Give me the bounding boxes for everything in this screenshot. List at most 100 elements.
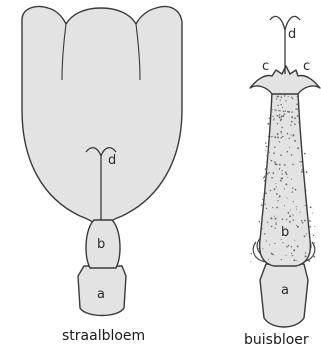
stipple-dot xyxy=(277,96,279,98)
stipple-dot xyxy=(279,195,281,197)
stipple-dot xyxy=(282,107,283,108)
stipple-dot xyxy=(306,190,307,191)
stipple-dot xyxy=(298,122,300,124)
stipple-dot xyxy=(276,98,277,99)
stipple-dot xyxy=(268,172,269,173)
stipple-dot xyxy=(265,142,266,143)
stipple-dot xyxy=(281,137,283,139)
stipple-dot xyxy=(293,259,295,261)
stipple-dot xyxy=(278,110,279,111)
stipple-dot xyxy=(276,207,278,209)
stipple-dot xyxy=(304,153,306,155)
disc-label-c-right: c xyxy=(303,59,310,74)
stipple-dot xyxy=(261,216,262,217)
stipple-dot xyxy=(291,253,292,254)
stipple-dot xyxy=(304,235,306,237)
stipple-dot xyxy=(308,220,310,222)
stipple-dot xyxy=(310,206,312,208)
disc-label-d: d xyxy=(288,27,296,42)
stipple-dot xyxy=(306,233,307,234)
stipple-dot xyxy=(293,219,295,221)
stipple-dot xyxy=(275,222,276,223)
stipple-dot xyxy=(282,242,283,243)
stipple-dot xyxy=(287,133,289,135)
stipple-dot xyxy=(292,98,293,99)
stipple-dot xyxy=(271,177,273,179)
stipple-dot xyxy=(278,197,279,198)
stipple-dot xyxy=(270,190,272,192)
stipple-dot xyxy=(262,199,263,200)
stipple-dot xyxy=(290,124,291,125)
stipple-dot xyxy=(255,256,257,258)
ray-floret xyxy=(22,7,182,316)
stipple-dot xyxy=(269,244,270,245)
stipple-dot xyxy=(280,178,281,179)
stipple-dot xyxy=(280,180,282,182)
stipple-dot xyxy=(304,178,306,180)
stipple-dot xyxy=(280,110,281,111)
stipple-dot xyxy=(279,168,281,170)
stipple-dot xyxy=(285,255,286,256)
stipple-dot xyxy=(262,248,263,249)
stipple-dot xyxy=(268,259,269,260)
stipple-dot xyxy=(291,154,293,156)
stipple-dot xyxy=(292,164,294,166)
stipple-dot xyxy=(292,187,293,188)
stipple-dot xyxy=(287,212,289,214)
stipple-dot xyxy=(291,112,292,113)
stipple-dot xyxy=(275,228,276,229)
stipple-dot xyxy=(287,151,289,153)
stipple-dot xyxy=(274,147,276,149)
stipple-dot xyxy=(264,204,265,205)
ray-caption: straalbloem xyxy=(62,328,145,344)
ray-label-d: d xyxy=(108,153,116,168)
stipple-dot xyxy=(271,226,273,228)
stipple-dot xyxy=(291,116,293,118)
stipple-dot xyxy=(282,173,283,174)
stipple-dot xyxy=(276,164,278,166)
stipple-dot xyxy=(276,110,277,111)
stipple-dot xyxy=(314,226,315,227)
stipple-dot xyxy=(297,96,299,98)
stipple-dot xyxy=(274,216,275,217)
stipple-dot xyxy=(279,114,280,115)
stipple-dot xyxy=(304,220,306,222)
stipple-dot xyxy=(308,260,310,262)
stipple-dot xyxy=(251,253,252,254)
stipple-dot xyxy=(258,245,259,246)
stipple-dot xyxy=(281,96,283,98)
stipple-dot xyxy=(290,209,291,210)
disc-caption: buisbloer xyxy=(244,332,309,347)
stipple-dot xyxy=(295,108,297,110)
stipple-dot xyxy=(297,226,299,228)
stipple-dot xyxy=(302,164,304,166)
stipple-dot xyxy=(305,205,306,206)
stipple-dot xyxy=(275,224,276,225)
stipple-dot xyxy=(282,136,284,138)
stipple-dot xyxy=(273,119,274,120)
stipple-dot xyxy=(292,255,293,256)
ray-label-b: b xyxy=(97,237,105,252)
disc-stigma-left xyxy=(270,16,285,30)
stipple-dot xyxy=(293,249,295,251)
stipple-dot xyxy=(301,172,302,173)
stipple-dot xyxy=(274,243,275,244)
stipple-dot xyxy=(289,138,290,139)
stipple-dot xyxy=(272,136,273,137)
stipple-dot xyxy=(291,121,293,123)
stipple-dot xyxy=(285,100,286,101)
stipple-dot xyxy=(266,146,268,148)
stipple-dot xyxy=(297,245,299,247)
stipple-dot xyxy=(284,113,285,114)
stipple-dot xyxy=(266,170,267,171)
stipple-dot xyxy=(281,259,282,260)
stipple-dot xyxy=(279,117,281,119)
stipple-dot xyxy=(264,233,265,234)
stipple-dot xyxy=(271,160,273,162)
stipple-dot xyxy=(282,170,283,171)
stipple-dot xyxy=(289,147,290,148)
stipple-dot xyxy=(277,123,278,124)
stipple-dot xyxy=(287,197,288,198)
stipple-dot xyxy=(284,188,285,189)
stipple-dot xyxy=(286,219,288,221)
